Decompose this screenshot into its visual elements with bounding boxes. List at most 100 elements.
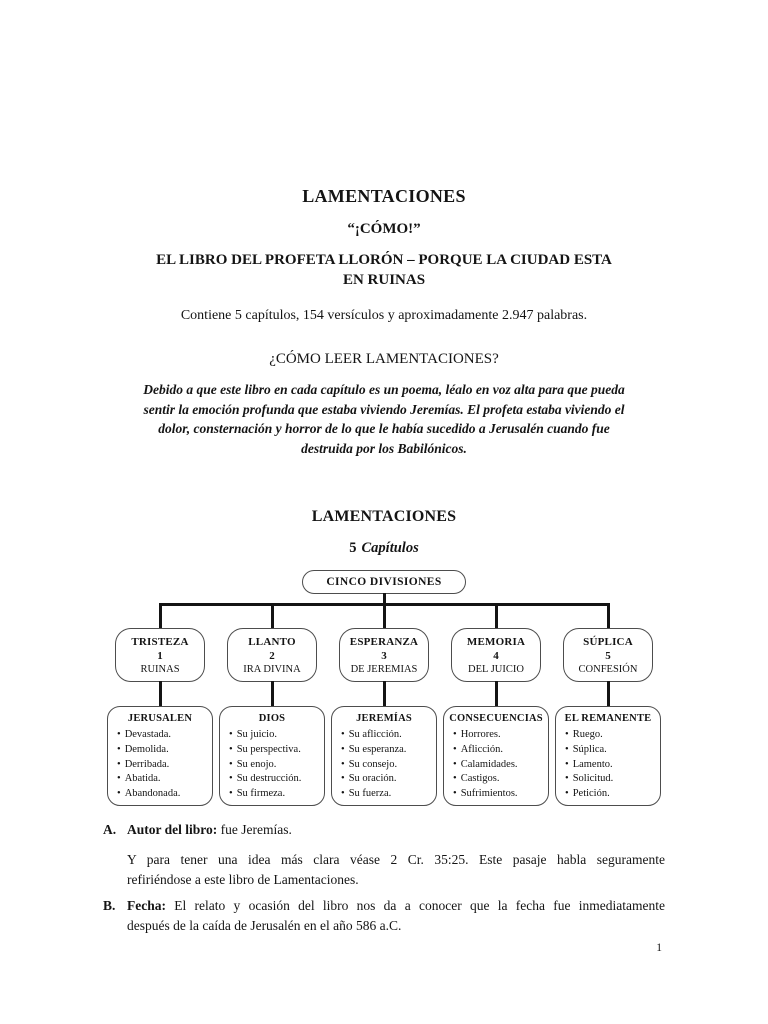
intro-line: destruida por los Babilónicos.	[301, 440, 467, 456]
detail-item: Horrores.	[453, 728, 546, 743]
connector-line	[271, 681, 274, 707]
division-box: TRISTEZA 1 RUINAS	[115, 628, 205, 682]
division-number: 3	[381, 650, 387, 662]
division-subtitle: DEL JUICIO	[468, 664, 524, 675]
section-a-text: fue Jeremías.	[217, 822, 292, 837]
detail-box: JEREMÍAS Su aflicción. Su esperanza. Su …	[331, 706, 437, 806]
section-b-text: El relato y ocasión del libro nos da a c…	[165, 898, 665, 913]
division-number: 4	[493, 650, 499, 662]
section-b-item: B. Fecha: El relato y ocasión del libro …	[103, 896, 665, 936]
section-a-item: A. Autor del libro: fue Jeremías.	[103, 820, 665, 840]
detail-list: Ruego. Súplica. Lamento. Solicitud. Peti…	[556, 728, 660, 802]
detail-header: CONSECUENCIAS	[449, 713, 543, 724]
section-a-paragraph-line: Y para tener una idea más clara véase 2 …	[127, 852, 665, 867]
division-number: 1	[157, 650, 163, 662]
detail-box: JERUSALEN Devastada. Demolida. Derribada…	[107, 706, 213, 806]
detail-header: JERUSALEN	[127, 713, 193, 724]
page-title: LAMENTACIONES	[302, 186, 466, 206]
page-number: 1	[656, 942, 662, 954]
detail-item: Solicitud.	[565, 772, 658, 787]
section-a-label: A.	[103, 822, 117, 837]
how-to-read-heading: ¿CÓMO LEER LAMENTACIONES?	[269, 351, 499, 367]
connector-line	[383, 593, 386, 605]
detail-item: Castigos.	[453, 772, 546, 787]
connector-line	[383, 681, 386, 707]
detail-item: Devastada.	[117, 728, 210, 743]
detail-item: Calamidades.	[453, 758, 546, 773]
connector-line	[607, 603, 610, 629]
section-b-line: después de la caída de Jerusalén en el a…	[127, 918, 402, 933]
intro-line: sentir la emoción profunda que estaba vi…	[143, 401, 625, 417]
diagram-root-node: CINCO DIVISIONES	[302, 570, 466, 594]
section-b-line: Fecha: El relato y ocasión del libro nos…	[127, 896, 665, 916]
detail-list: Su aflicción. Su esperanza. Su consejo. …	[332, 728, 436, 802]
detail-item: Lamento.	[565, 758, 658, 773]
detail-box: EL REMANENTE Ruego. Súplica. Lamento. So…	[555, 706, 661, 806]
division-box: LLANTO 2 IRA DIVINA	[227, 628, 317, 682]
division-subtitle: RUINAS	[140, 664, 180, 675]
detail-box: CONSECUENCIAS Horrores. Aflicción. Calam…	[443, 706, 549, 806]
connector-line	[495, 681, 498, 707]
division-number: 5	[605, 650, 611, 662]
detail-header: DIOS	[258, 713, 286, 724]
division-box: MEMORIA 4 DEL JUICIO	[451, 628, 541, 682]
detail-item: Abatida.	[117, 772, 210, 787]
detail-item: Su esperanza.	[341, 743, 434, 758]
division-subtitle: DE JEREMIAS	[350, 664, 418, 675]
exclamation-heading: “¡CÓMO!”	[347, 221, 421, 237]
division-subtitle: CONFESIÓN	[578, 664, 638, 675]
division-title: TRISTEZA	[131, 636, 189, 648]
detail-item: Aflicción.	[453, 743, 546, 758]
chapters-number: 5	[349, 540, 357, 556]
connector-line	[271, 603, 274, 629]
connector-line	[383, 603, 386, 629]
detail-item: Súplica.	[565, 743, 658, 758]
detail-item: Su consejo.	[341, 758, 434, 773]
detail-item: Su fuerza.	[341, 787, 434, 802]
detail-header: JEREMÍAS	[356, 713, 412, 724]
division-number: 2	[269, 650, 275, 662]
division-box: ESPERANZA 3 DE JEREMIAS	[339, 628, 429, 682]
book-subtitle: EL LIBRO DEL PROFETA LLORÓN – PORQUE LA …	[103, 250, 665, 290]
detail-item: Demolida.	[117, 743, 210, 758]
connector-line	[607, 681, 610, 707]
detail-header: EL REMANENTE	[564, 713, 652, 724]
detail-list: Devastada. Demolida. Derribada. Abatida.…	[108, 728, 212, 802]
division-title: SÚPLICA	[583, 636, 633, 648]
division-title: LLANTO	[248, 636, 296, 648]
detail-item: Su juicio.	[229, 728, 322, 743]
section-b-bold: Fecha:	[127, 898, 166, 913]
section-a-bold: Autor del libro:	[127, 822, 218, 837]
division-subtitle: IRA DIVINA	[243, 664, 301, 675]
section-a-paragraph: Y para tener una idea más clara véase 2 …	[127, 850, 665, 890]
book-stats: Contiene 5 capítulos, 154 versículos y a…	[180, 308, 588, 323]
detail-list: Su juicio. Su perspectiva. Su enojo. Su …	[220, 728, 324, 802]
section-title: LAMENTACIONES	[311, 508, 457, 525]
division-title: ESPERANZA	[349, 636, 419, 648]
detail-item: Su enojo.	[229, 758, 322, 773]
detail-item: Sufrimientos.	[453, 787, 546, 802]
detail-item: Su destrucción.	[229, 772, 322, 787]
detail-item: Su perspectiva.	[229, 743, 322, 758]
detail-item: Derribada.	[117, 758, 210, 773]
book-subtitle-line: EN RUINAS	[342, 272, 426, 288]
intro-line: Debido a que este libro en cada capítulo…	[143, 382, 625, 397]
book-subtitle-line: EL LIBRO DEL PROFETA LLORÓN – PORQUE LA …	[156, 252, 612, 268]
intro-paragraph: Debido a que este libro en cada capítulo…	[103, 380, 665, 458]
detail-item: Petición.	[565, 787, 658, 802]
connector-line	[159, 603, 162, 629]
detail-item: Su oración.	[341, 772, 434, 787]
chapters-word: Capítulos	[361, 540, 419, 556]
detail-list: Horrores. Aflicción. Calamidades. Castig…	[444, 728, 548, 802]
detail-item: Su firmeza.	[229, 787, 322, 802]
intro-line: dolor, consternación y horror de lo que …	[158, 421, 610, 436]
connector-line	[495, 603, 498, 629]
detail-box: DIOS Su juicio. Su perspectiva. Su enojo…	[219, 706, 325, 806]
connector-line	[159, 681, 162, 707]
divisions-diagram: CINCO DIVISIONES TRISTEZA 1 RUINAS LLANT…	[103, 565, 665, 807]
division-box: SÚPLICA 5 CONFESIÓN	[563, 628, 653, 682]
detail-item: Abandonada.	[117, 787, 210, 802]
section-a-paragraph-line: refiriéndose a este libro de Lamentacion…	[127, 872, 359, 887]
